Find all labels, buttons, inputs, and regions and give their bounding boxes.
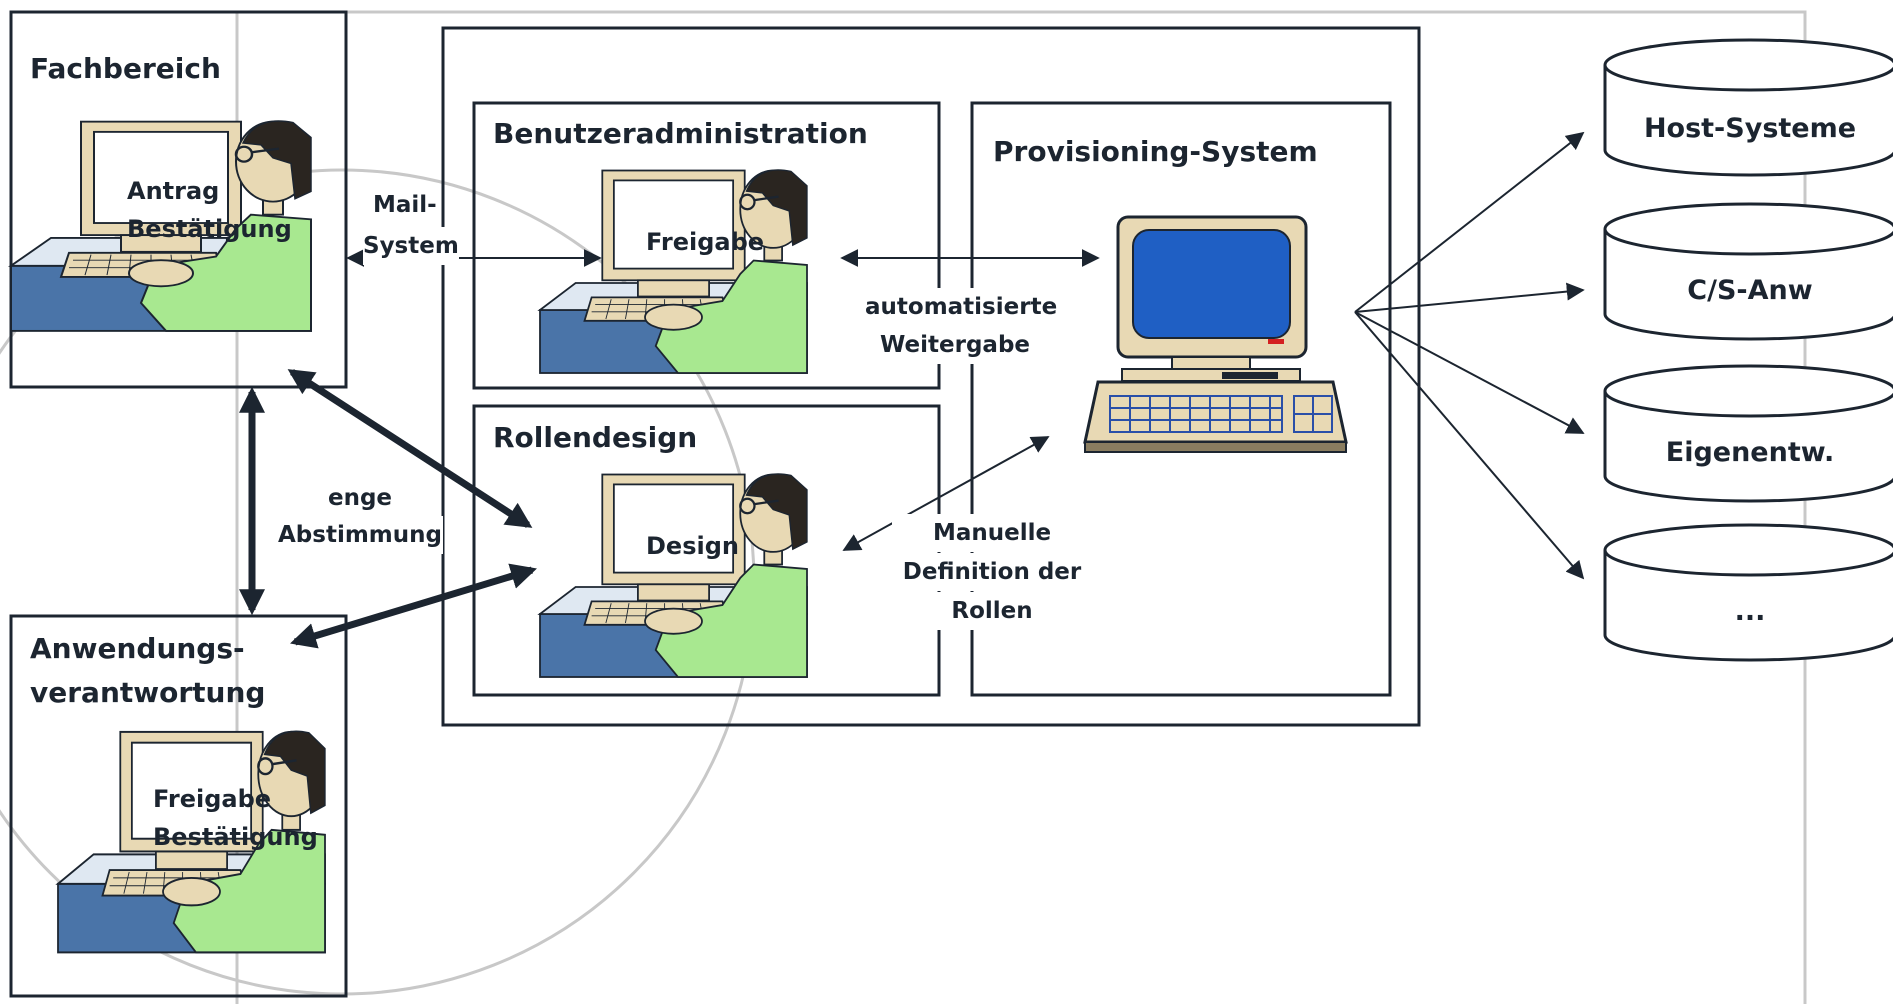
fachbereich-rollendesign-arrow bbox=[287, 369, 533, 528]
rollendesign-title: Rollendesign bbox=[493, 421, 698, 454]
outer-frame bbox=[235, 10, 1807, 1004]
benutzeradmin-worker-illustration bbox=[538, 168, 809, 375]
fachbereich-box bbox=[9, 10, 348, 389]
target-cylinder-cs bbox=[1603, 202, 1893, 341]
anwendung-rollendesign-arrow bbox=[290, 563, 537, 649]
target-cylinder-host bbox=[1603, 38, 1893, 177]
anwendung-title-line1: Anwendungs- bbox=[30, 632, 245, 665]
anwendung-title-line2: verantwortung bbox=[30, 676, 266, 709]
target-label-more: ... bbox=[1734, 596, 1766, 627]
benutzeradmin-title: Benutzeradministration bbox=[493, 117, 868, 150]
target-cylinder-more bbox=[1603, 523, 1893, 662]
anwendung-screen-line1: Freigabe bbox=[153, 785, 272, 813]
manuelle-definition-arrow bbox=[842, 436, 1050, 551]
rollendesign-worker-illustration bbox=[538, 472, 809, 679]
manuelle-definition-label-line3: Rollen bbox=[892, 592, 1092, 630]
benutzeradmin-panel bbox=[472, 101, 941, 390]
benutzeradmin-screen-text: Freigabe bbox=[646, 228, 765, 256]
provisioning-computer-illustration bbox=[1083, 215, 1348, 453]
manuelle-definition-label-line2: Definition der bbox=[892, 553, 1092, 591]
provisioning-fanout-arrows bbox=[1354, 131, 1585, 580]
abstimmung-label-line1: enge bbox=[327, 485, 393, 511]
mail-system-label-line2: System bbox=[363, 227, 459, 265]
fachbereich-title: Fachbereich bbox=[30, 52, 221, 85]
mail-system-label-line1: Mail- bbox=[373, 192, 437, 218]
auto-weitergabe-label-line1: automatisierte bbox=[865, 288, 1057, 326]
target-label-cs: C/S-Anw bbox=[1687, 275, 1813, 306]
abstimmung-label-line2: Abstimmung bbox=[277, 516, 443, 554]
fachbereich-screen-line1: Antrag bbox=[127, 177, 220, 205]
target-label-host: Host-Systeme bbox=[1643, 113, 1857, 144]
provisioning-panel bbox=[970, 101, 1392, 697]
manuelle-definition-label-line1: Manuelle bbox=[892, 514, 1092, 552]
anwendung-screen-line2: Bestätigung bbox=[153, 823, 318, 851]
auto-weitergabe-label-line2: Weitergabe bbox=[865, 326, 1045, 364]
target-label-eigen: Eigenentw. bbox=[1665, 437, 1835, 468]
target-cylinder-eigen bbox=[1603, 364, 1893, 503]
provisioning-title: Provisioning-System bbox=[993, 135, 1318, 168]
rollendesign-screen-text: Design bbox=[646, 532, 739, 560]
anwendung-box bbox=[9, 614, 348, 998]
fachbereich-screen-line2: Bestätigung bbox=[127, 215, 292, 243]
